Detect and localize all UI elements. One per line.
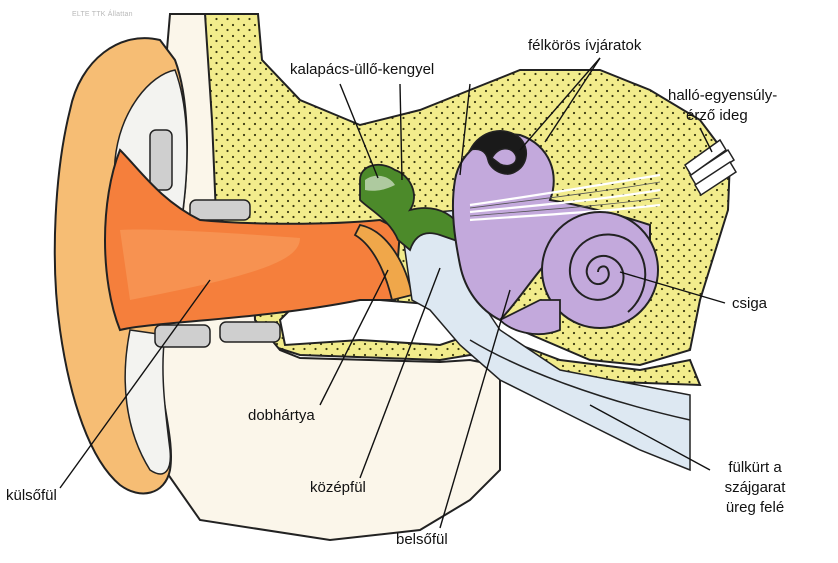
cartilage-bit bbox=[220, 322, 280, 342]
label-middle-ear: középfül bbox=[310, 478, 366, 497]
cartilage-bit bbox=[150, 130, 172, 190]
label-outer-ear: külsőfül bbox=[6, 486, 57, 505]
label-nerve-line2: érző ideg bbox=[686, 106, 748, 125]
label-inner-ear: belsőfül bbox=[396, 530, 448, 549]
label-semicircular-canals: félkörös ívjáratok bbox=[528, 36, 641, 55]
label-eustachian-line3: üreg felé bbox=[710, 498, 800, 517]
cartilage-bit bbox=[190, 200, 250, 220]
label-eardrum: dobhártya bbox=[248, 406, 315, 425]
label-cochlea: csiga bbox=[732, 294, 767, 313]
label-eustachian-line2: szájgarat bbox=[710, 478, 800, 497]
label-ossicles: kalapács-üllő-kengyel bbox=[290, 60, 434, 79]
label-eustachian-line1: fülkürt a bbox=[710, 458, 800, 477]
label-nerve-line1: halló-egyensúly- bbox=[668, 86, 777, 105]
